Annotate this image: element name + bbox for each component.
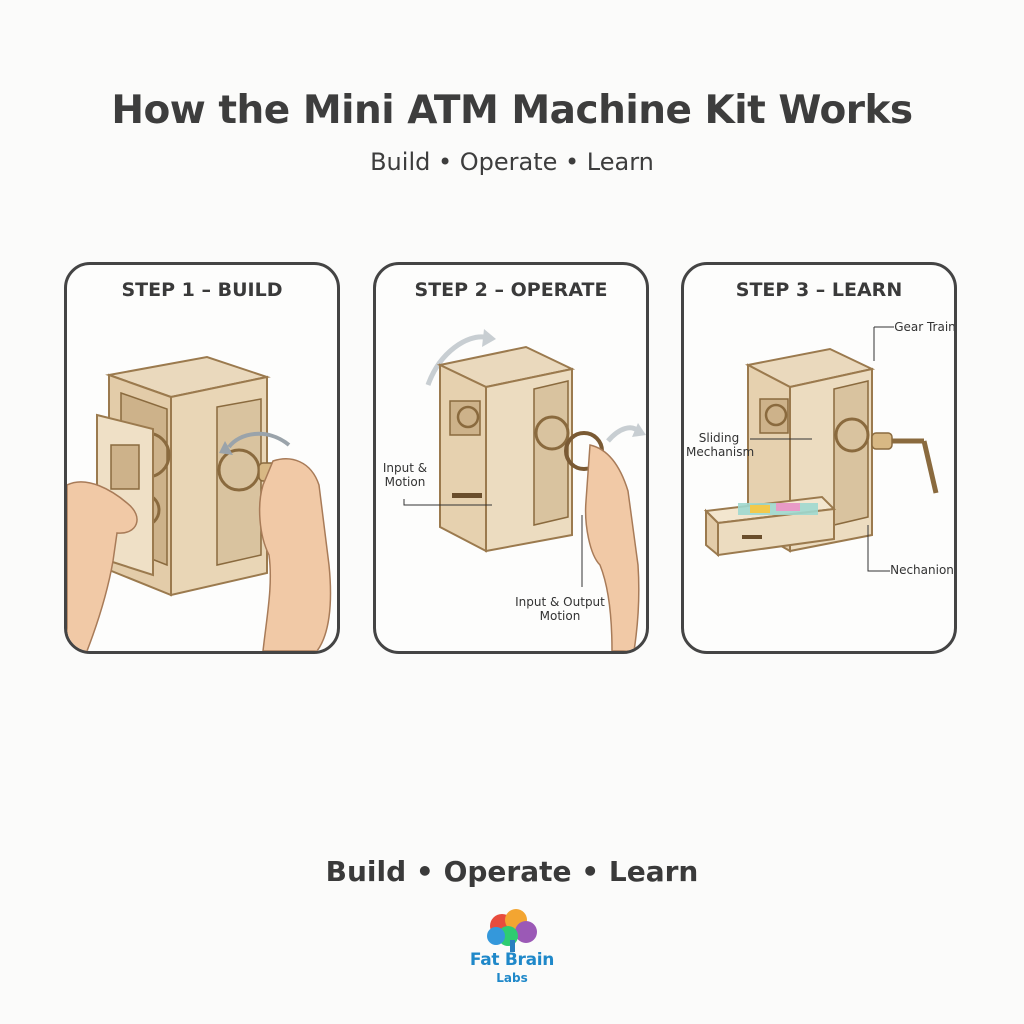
step-1-heading: STEP 1 – BUILD [121,279,283,301]
step-3-heading: STEP 3 – LEARN [735,279,903,301]
step-3-illustration [703,326,939,572]
page-subtitle: Build • Operate • Learn [370,148,654,176]
brand-sub: Labs [496,971,528,985]
callout-input-output-motion: Input & Output Motion [515,595,605,623]
step-2-heading: STEP 2 – OPERATE [414,279,608,301]
gear-icon [456,405,480,429]
callout-nechanion: Nechanion [890,563,954,577]
step-1-panel: STEP 1 – BUILD [64,262,340,654]
callout-gear-train: Gear Train [894,320,956,334]
callout-sliding-mechanism: Sliding Mechanism [686,431,755,459]
rotation-arrow-icon [227,431,291,449]
step-2-panel: STEP 2 – OPERATE Input & Motion Input & … [373,262,649,654]
crank-handle-icon [871,432,893,450]
callout-input-motion: Input & Motion [382,461,428,489]
hand-icon [584,444,640,651]
gear-icon [764,403,788,427]
brand-logo: Fat Brain Labs [462,904,562,994]
brain-logo-icon [487,909,537,952]
footer-tagline: Build • Operate • Learn [325,855,699,888]
step-3-panel: STEP 3 – LEARN Gear Train Sliding Mechan… [681,262,957,654]
rotation-arrow-icon [425,334,485,386]
hand-icon [258,458,332,651]
step-2-illustration [403,329,646,651]
page-title: How the Mini ATM Machine Kit Works [111,88,913,133]
brand-name: Fat Brain [469,950,555,970]
step-1-illustration [67,355,332,651]
